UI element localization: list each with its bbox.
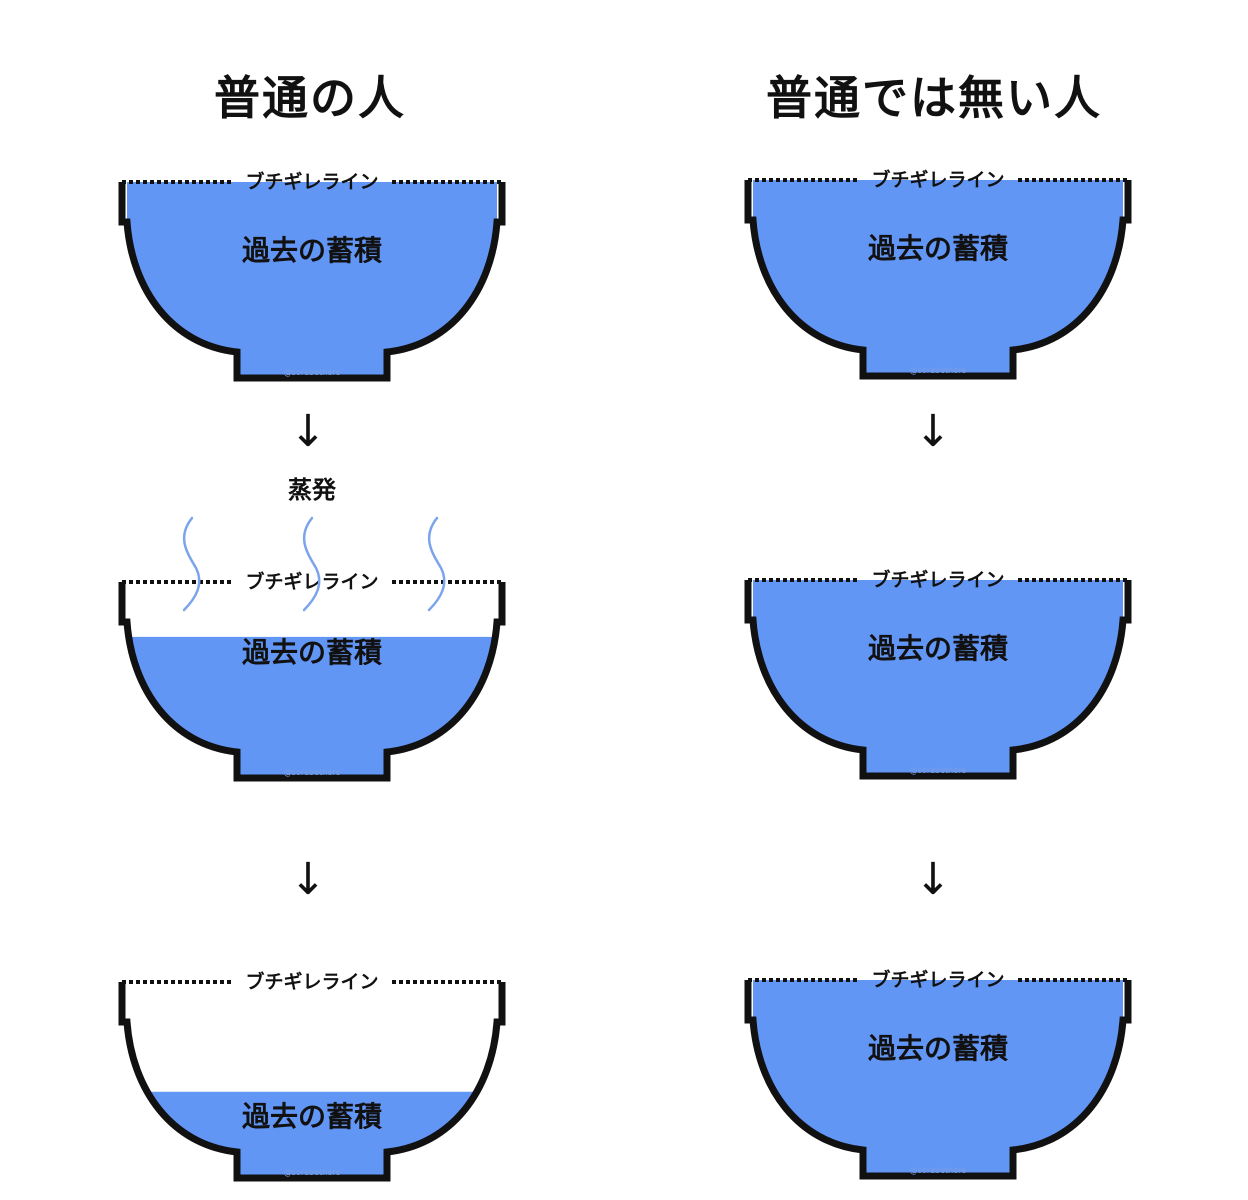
rage-line-label: ブチギレライン: [871, 568, 1004, 591]
accumulation-label: 過去の蓄積: [242, 1100, 382, 1133]
down-arrow-icon: ↓: [289, 406, 327, 457]
bowl-left-1: ブチギレライン過去の蓄積 @sorabethere: [112, 160, 512, 382]
bowl-outline: [118, 182, 506, 382]
water-fill: [753, 980, 1123, 1176]
rage-line-label: ブチギレライン: [871, 168, 1004, 191]
steam-wave-icon: [427, 516, 446, 612]
watermark: @sorabethere: [910, 1166, 966, 1175]
accumulation-label: 過去の蓄積: [242, 234, 382, 267]
accumulation-label: 過去の蓄積: [868, 232, 1008, 265]
bowl-outline: [118, 582, 506, 782]
bowl-right-1: ブチギレライン過去の蓄積 @sorabethere: [738, 158, 1138, 380]
steam-wave-icon: [182, 516, 201, 612]
watermark: @sorabethere: [910, 366, 966, 375]
watermark: @sorabethere: [910, 766, 966, 775]
rage-line-label: ブチギレライン: [245, 570, 378, 593]
rage-line-label: ブチギレライン: [871, 968, 1004, 991]
accumulation-label: 過去の蓄積: [868, 632, 1008, 665]
down-arrow-icon: ↓: [289, 854, 327, 905]
water-fill: [753, 580, 1123, 776]
down-arrow-icon: ↓: [914, 406, 952, 457]
bowl-right-3: ブチギレライン過去の蓄積 @sorabethere: [738, 958, 1138, 1180]
watermark: @sorabethere: [284, 368, 340, 377]
steam-wave-icon: [302, 516, 321, 612]
bowl-outline: [744, 580, 1132, 780]
bowl-left-2: ブチギレライン過去の蓄積 @sorabethere: [112, 516, 512, 782]
watermark: @sorabethere: [284, 1168, 340, 1177]
accumulation-label: 過去の蓄積: [242, 636, 382, 669]
rage-line-label: ブチギレライン: [245, 970, 378, 993]
title-abnormal-person: 普通では無い人: [766, 71, 1102, 125]
bowl-outline: [744, 980, 1132, 1180]
rage-line-label: ブチギレライン: [245, 170, 378, 193]
accumulation-label: 過去の蓄積: [868, 1032, 1008, 1065]
bowl-outline: [744, 180, 1132, 380]
evaporation-label: 蒸発: [288, 476, 336, 504]
down-arrow-icon: ↓: [914, 854, 952, 905]
bowl-right-2: ブチギレライン過去の蓄積 @sorabethere: [738, 558, 1138, 780]
water-fill: [127, 182, 497, 378]
watermark: @sorabethere: [284, 768, 340, 777]
bowl-left-3: ブチギレライン過去の蓄積 @sorabethere: [112, 960, 512, 1182]
bowl-outline: [118, 982, 506, 1182]
title-normal-person: 普通の人: [214, 71, 406, 125]
water-fill: [753, 180, 1123, 376]
